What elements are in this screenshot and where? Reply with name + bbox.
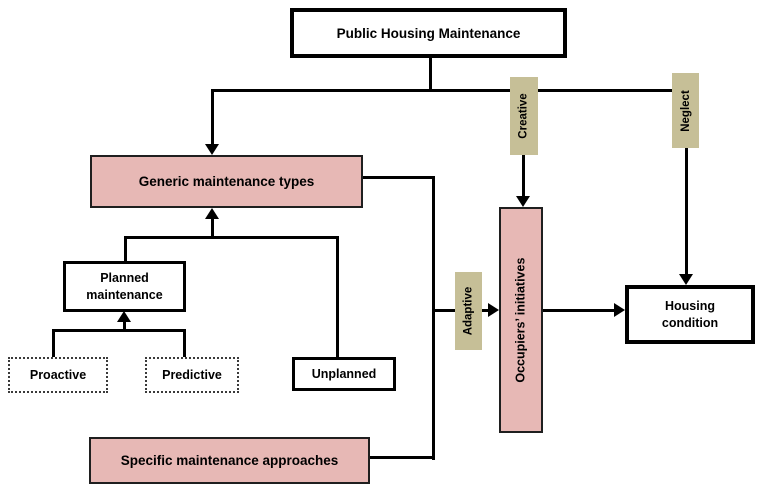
connector-trunk-vertical [429,56,432,92]
node-specific-maintenance-approaches-label: Specific maintenance approaches [120,453,339,468]
connector-creative-stem [522,150,525,198]
node-housing-condition-label: Housing condition [661,299,719,330]
bracket-generic-right-leg [336,236,339,358]
connector-up-to-generic-stem [211,217,214,238]
connector-generic-right [361,176,435,179]
bracket-planned-horizontal [52,329,186,332]
node-specific-maintenance-approaches: Specific maintenance approaches [89,437,370,484]
bracket-generic-horizontal [124,236,339,239]
edge-label-creative: Creative [510,77,538,155]
node-public-housing-maintenance-label: Public Housing Maintenance [336,25,521,41]
node-predictive: Predictive [145,357,239,393]
node-planned-maintenance: Planned maintenance [63,261,186,312]
node-proactive: Proactive [8,357,108,393]
node-generic-maintenance-types: Generic maintenance types [90,155,363,208]
arrowhead-into-occupiers [488,303,499,317]
connector-up-to-planned-stem [123,321,126,331]
node-unplanned: Unplanned [292,357,396,391]
edge-label-creative-text: Creative [518,93,531,139]
node-occupiers-initiatives: Occupiers’ initiatives [499,207,543,433]
node-predictive-label: Predictive [162,367,222,382]
connector-generic-stem [211,89,214,147]
connector-occupiers-housing-stem [543,309,616,312]
node-public-housing-maintenance: Public Housing Maintenance [290,8,567,58]
arrowhead-creative [516,196,530,207]
node-generic-maintenance-types-label: Generic maintenance types [138,174,315,189]
connector-neglect-stem [685,145,688,276]
edge-label-adaptive-text: Adaptive [462,286,475,336]
node-occupiers-initiatives-label: Occupiers’ initiatives [513,257,528,383]
arrowhead-neglect [679,274,693,285]
node-planned-maintenance-label: Planned maintenance [86,271,163,302]
connector-branch-horizontal [211,89,688,92]
node-housing-condition: Housing condition [625,285,755,344]
bracket-planned-right-leg [183,329,186,358]
arrowhead-up-into-generic [205,208,219,219]
arrowhead-into-generic [205,144,219,155]
bracket-generic-left-leg [124,236,127,263]
arrowhead-up-into-planned [117,311,131,322]
connector-specific-elbow [368,456,435,459]
node-proactive-label: Proactive [29,367,87,382]
bracket-planned-left-leg [52,329,55,358]
edge-label-adaptive: Adaptive [455,272,482,350]
arrowhead-into-housing [614,303,625,317]
edge-label-neglect-text: Neglect [679,89,692,132]
connector-mid-vertical [432,176,435,460]
node-unplanned-label: Unplanned [311,366,377,381]
edge-label-neglect: Neglect [672,73,699,148]
